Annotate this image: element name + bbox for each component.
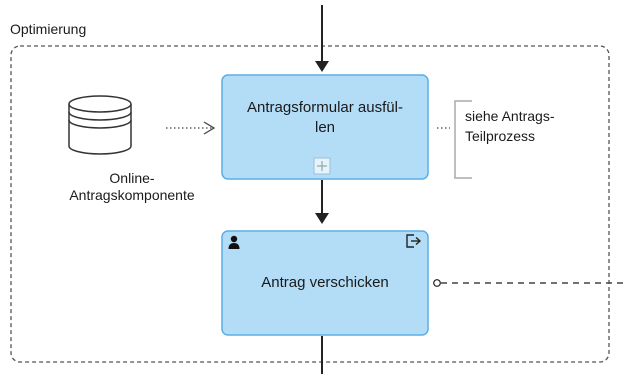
user-icon (228, 235, 240, 249)
task-antrag-verschicken-label: Antrag verschicken (261, 274, 389, 291)
send-message-icon (406, 234, 422, 248)
data-association-arrowhead (203, 121, 216, 135)
task1-label-line1: Antragsformular ausfül- (247, 99, 403, 116)
datastore-label: Online- Antragskomponente (52, 170, 212, 204)
datastore-icon[interactable] (68, 95, 132, 155)
incoming-flow-arrowhead (315, 61, 329, 72)
datastore-label-line1: Online- (109, 170, 155, 186)
annotation-text: siehe Antrags- Teilprozess (465, 106, 615, 146)
task-antragsformular-label: Antragsformular ausfül- len (222, 98, 428, 138)
annotation-line1: siehe Antrags- (465, 108, 555, 124)
group-boundary (10, 45, 610, 363)
annotation-line2: Teilprozess (465, 128, 536, 144)
group-label: Optimierung (10, 21, 87, 37)
flow-task1-to-task2-arrowhead (315, 213, 329, 224)
task-antragsformular[interactable] (221, 74, 429, 180)
task1-label-line2: len (314, 119, 336, 136)
task-antrag-verschicken[interactable] (221, 230, 429, 336)
message-flow-start (433, 279, 441, 287)
annotation-bracket (454, 100, 472, 179)
subprocess-marker-icon[interactable] (313, 157, 331, 175)
datastore-label-line2: Antragskomponente (69, 187, 195, 203)
